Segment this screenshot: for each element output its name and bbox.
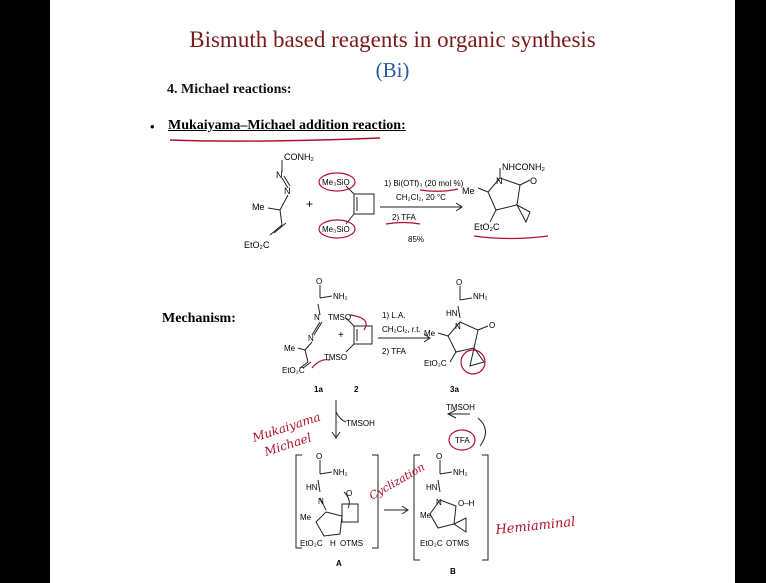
a-otms: OTMS: [340, 539, 363, 548]
m2-obottom: TMSO: [324, 353, 347, 362]
p-n: N: [496, 176, 503, 186]
b-hn: HN: [426, 483, 438, 492]
a-label: A: [336, 559, 342, 568]
b-n: N: [436, 498, 442, 507]
p-o: O: [530, 176, 537, 186]
a-nh2: NH₂: [333, 468, 348, 477]
reaction-yield: 85%: [408, 235, 424, 244]
cond-line-2: CH₂Cl₂, 20 °C: [396, 193, 446, 202]
cond-line-3: 2) TFA: [392, 213, 417, 222]
a-h: H: [330, 539, 336, 548]
m1-o: O: [316, 277, 322, 286]
tfa-tmsoh: TMSOH: [446, 403, 475, 412]
mcond-line-1: 1) L.A.: [382, 311, 406, 320]
p-nhconh2: NHCONH₂: [502, 162, 545, 172]
r1-n1: N: [276, 170, 283, 180]
m3-nh2: NH₂: [473, 292, 488, 301]
step-tmsoh: TMSOH: [346, 419, 375, 428]
mechanism-label: Mechanism:: [162, 311, 236, 326]
b-nh2: NH₂: [453, 468, 468, 477]
handwritten-note-cyclization: Cyclization: [367, 460, 427, 502]
r1-me: Me: [252, 202, 265, 212]
b-me: Me: [420, 511, 432, 520]
m2-label: 2: [354, 385, 359, 394]
a-me: Me: [300, 513, 312, 522]
b-o: O: [436, 452, 442, 461]
r2-otop: Me₃SiO: [322, 178, 350, 187]
m3-label: 3a: [450, 385, 459, 394]
b-label: B: [450, 567, 456, 576]
b-otms: OTMS: [446, 539, 469, 548]
mech-plus: +: [338, 330, 344, 341]
slide-title: Bismuth based reagents in organic synthe…: [189, 27, 596, 52]
reaction-name: Mukaiyama–Michael addition reaction:: [168, 118, 406, 133]
p-ester: EtO₂C: [474, 222, 500, 232]
m1-nh2: NH₂: [333, 292, 348, 301]
a-ester: EtO₂C: [300, 539, 323, 548]
a-hn: HN: [306, 483, 318, 492]
m1-ester: EtO₂C: [282, 366, 305, 375]
tfa-label: TFA: [455, 436, 470, 445]
r1-conh2: CONH₂: [284, 152, 314, 162]
mcond-line-3: 2) TFA: [382, 347, 407, 356]
m3-o: O: [456, 278, 462, 287]
m1-me: Me: [284, 344, 296, 353]
section-heading: 4. Michael reactions:: [167, 82, 292, 97]
m3-ester: EtO₂C: [424, 359, 447, 368]
handwritten-note-hemiaminal: Hemiaminal: [494, 515, 576, 538]
r2-obottom: Me₃SiO: [322, 225, 350, 234]
r1-ester: EtO₂C: [244, 240, 270, 250]
p-me: Me: [462, 186, 475, 196]
m1-n2: N: [308, 334, 314, 343]
r1-n2: N: [284, 186, 291, 196]
m3-n: N: [455, 322, 461, 331]
slide-subtitle: (Bi): [375, 58, 410, 82]
b-ester: EtO₂C: [420, 539, 443, 548]
m1-label: 1a: [314, 385, 323, 394]
slide: Bismuth based reagents in organic synthe…: [50, 0, 735, 583]
m3-me: Me: [424, 329, 436, 338]
m3-o2: O: [489, 321, 495, 330]
reaction-plus: +: [306, 197, 313, 211]
m1-n1: N: [314, 313, 320, 322]
m3-hn: HN: [446, 309, 458, 318]
mcond-line-2: CH₂Cl₂, r.t.: [382, 325, 421, 334]
bullet-marker: •: [150, 119, 155, 134]
a-o2: O: [346, 489, 352, 498]
a-n: N: [318, 497, 324, 506]
m2-otop: TMSO: [328, 313, 351, 322]
a-o: O: [316, 452, 322, 461]
cond-line-1: 1) Bi(OTf)₃ (20 mol %): [384, 179, 464, 188]
b-oh: O–H: [458, 499, 475, 508]
